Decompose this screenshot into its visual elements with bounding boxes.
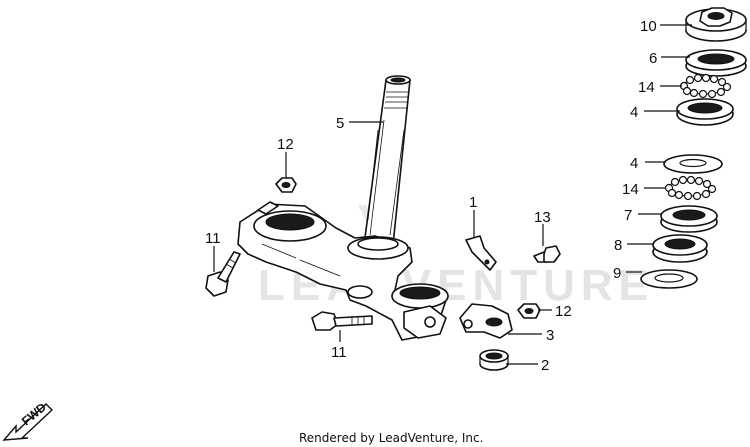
callout-14-upper: 14	[638, 79, 655, 96]
part-10-stem-nut	[685, 7, 747, 42]
callout-9: 9	[613, 265, 621, 282]
callout-12-upper: 12	[277, 136, 294, 153]
leader-lines	[213, 24, 692, 365]
callout-2: 2	[541, 357, 549, 374]
fwd-arrow: FWD	[2, 400, 54, 441]
part-14-steel-balls-upper	[679, 73, 732, 99]
part-2-collar	[479, 349, 509, 371]
part-4-cone-race-lower	[663, 154, 723, 174]
part-9-washer	[640, 269, 698, 289]
callout-5: 5	[336, 115, 344, 132]
part-7-dust-seal	[660, 205, 718, 233]
part-4-cone-race-upper	[676, 98, 734, 126]
part-6-dust-seal	[685, 49, 747, 77]
part-11-bolt-lower	[311, 311, 373, 331]
footer-credit: Rendered by LeadVenture, Inc.	[299, 431, 483, 445]
callout-14-lower: 14	[622, 181, 639, 198]
part-3-hose-joint	[459, 303, 513, 339]
callout-1: 1	[469, 194, 477, 211]
callout-8: 8	[614, 237, 622, 254]
part-8-ball-race	[652, 234, 708, 263]
part-14-steel-balls-lower	[664, 175, 717, 201]
part-12-nut-upper	[275, 177, 297, 193]
callout-4-lower: 4	[630, 155, 638, 172]
part-5-steering-stem	[237, 75, 449, 341]
part-12-nut-right	[517, 303, 541, 319]
callout-13: 13	[534, 209, 551, 226]
part-11-bolt-left	[205, 251, 241, 297]
callout-3: 3	[546, 327, 554, 344]
part-1-cable-guide	[465, 235, 497, 271]
callout-labels: 10 6 14 4 4 14 7 8 9 5 12 11 1 13 12 3 1…	[205, 18, 657, 374]
callout-10: 10	[640, 18, 657, 35]
callout-6: 6	[649, 50, 657, 67]
callout-11-left: 11	[205, 230, 221, 247]
part-13-bolt	[533, 245, 561, 263]
callout-12-right: 12	[555, 303, 572, 320]
callout-7: 7	[624, 207, 632, 224]
callout-4-upper: 4	[630, 104, 638, 121]
callout-11-lower: 11	[331, 344, 347, 361]
